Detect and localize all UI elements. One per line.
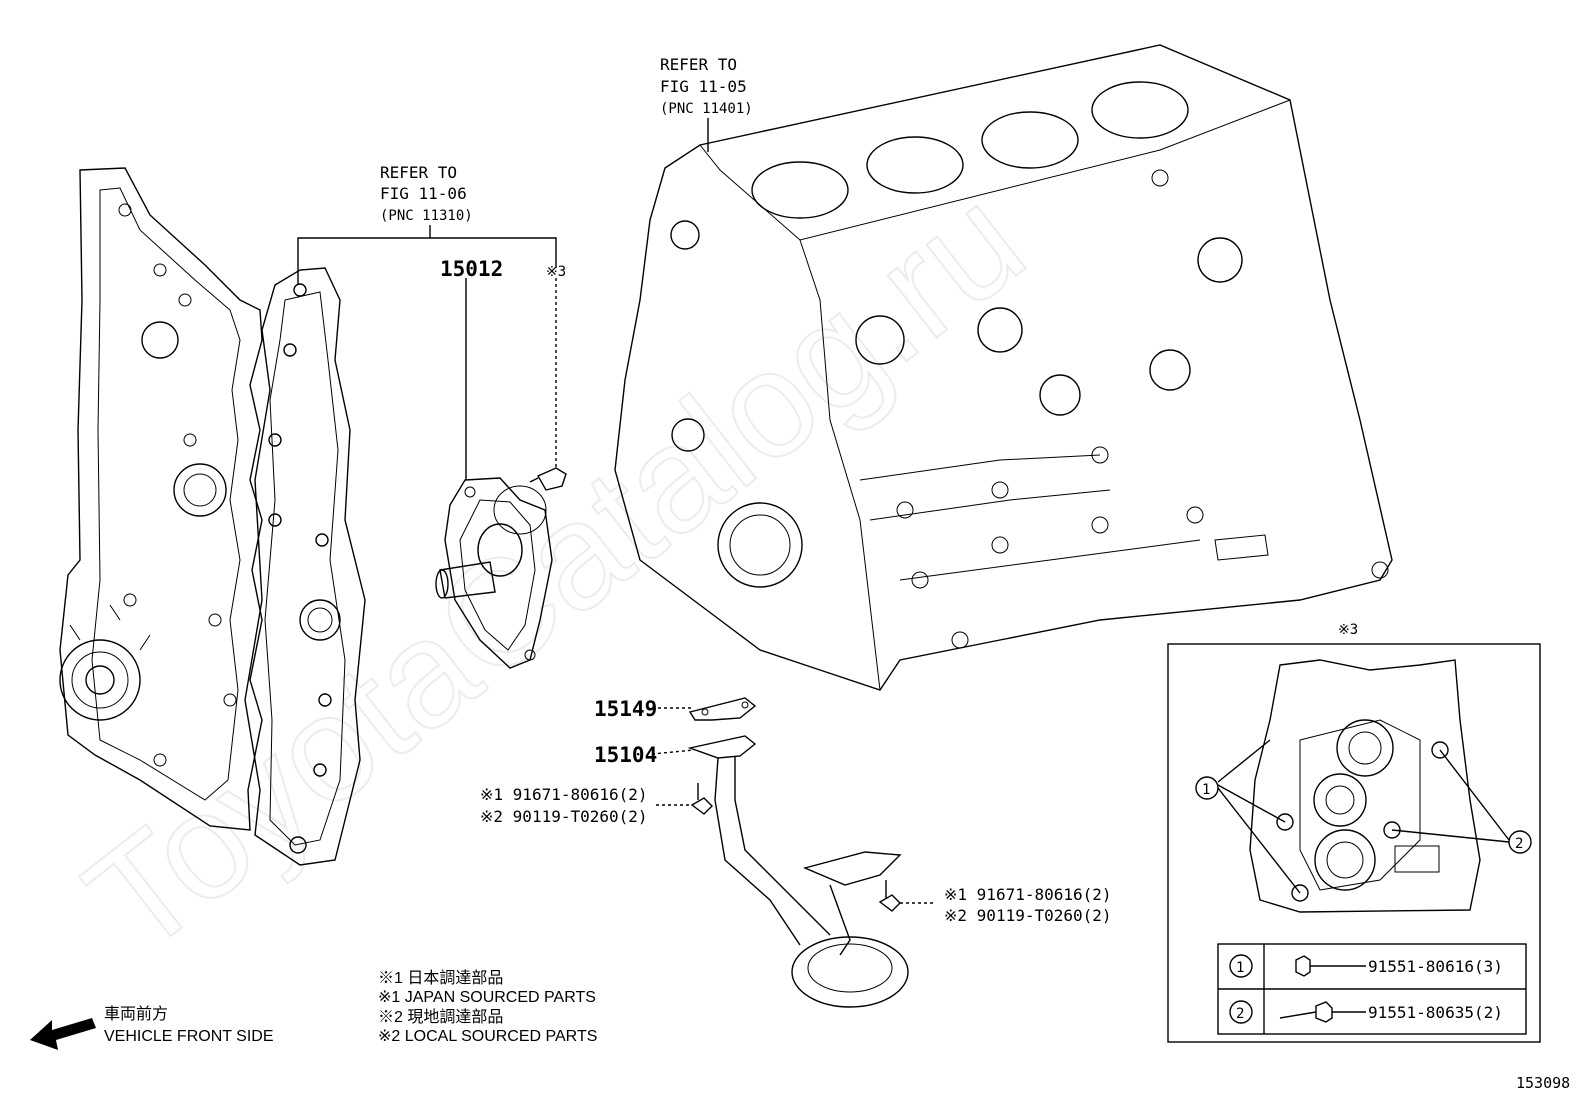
detail-box: [1167, 643, 1541, 1043]
table-row-2-num: 2: [1236, 1006, 1244, 1022]
detail-pump-drawing: [1249, 659, 1481, 913]
bolt-short-icon: [1295, 955, 1330, 977]
water-pump-bolt[interactable]: [529, 467, 567, 491]
refer-left-line1: REFER TO: [380, 163, 457, 182]
oil-strainer[interactable]: [687, 735, 909, 1008]
direction-jp: 車両前方: [104, 1005, 168, 1023]
callout-1-leader-c: [1217, 739, 1271, 783]
front-arrow-icon: [30, 1018, 96, 1050]
direction-en: VEHICLE FRONT SIDE: [104, 1028, 274, 1045]
table-row-1-num: 1: [1236, 960, 1244, 976]
part-15104-label[interactable]: 15104: [594, 743, 657, 767]
part-15012-label[interactable]: 15012: [440, 257, 503, 281]
detail-callout-2-text: 2: [1515, 836, 1523, 852]
strainer-bolt-right[interactable]: [878, 880, 901, 912]
callout-1-leader-b: [1217, 787, 1301, 894]
bolts-right-line1[interactable]: ※1 91671-80616(2): [944, 885, 1112, 904]
detail-callout-1-text: 1: [1202, 782, 1210, 798]
water-pump[interactable]: [435, 477, 553, 669]
leader-15104: [651, 749, 695, 755]
callout-1-leader-a: [1217, 784, 1286, 823]
mark3-detail-label: ※3: [1338, 622, 1358, 638]
table-row-2-part[interactable]: 91551-80635(2): [1368, 1003, 1503, 1022]
strainer-bolt-left[interactable]: [690, 783, 713, 815]
strainer-gasket[interactable]: [688, 697, 757, 721]
oil-pump-cover[interactable]: [244, 267, 366, 866]
legend-note-4: ※2 LOCAL SOURCED PARTS: [378, 1028, 597, 1045]
refer-left-line3: (PNC 11310): [380, 208, 473, 224]
table-row-2-num-badge: [1229, 1000, 1253, 1024]
table-row-1-num-badge: [1229, 954, 1253, 978]
legend-note-2: ※1 JAPAN SOURCED PARTS: [378, 989, 596, 1006]
legend-note-3: ※2 現地調達部品: [378, 1008, 503, 1026]
mark3-top-label: ※3: [546, 264, 566, 280]
figure-id: 153098: [1516, 1074, 1570, 1092]
part-15149-label[interactable]: 15149: [594, 697, 657, 721]
table-row-1-part[interactable]: 91551-80616(3): [1368, 957, 1503, 976]
bolts-left-line2[interactable]: ※2 90119-T0260(2): [480, 807, 648, 826]
refer-top-line3: (PNC 11401): [660, 101, 753, 117]
timing-chain-cover[interactable]: [59, 167, 263, 831]
refer-top-line1: REFER TO: [660, 55, 737, 74]
callout-2-leader-a: [1439, 749, 1510, 841]
refer-left-line2: FIG 11-06: [380, 184, 467, 203]
callout-2-leader-b: [1391, 829, 1510, 843]
bolts-left-line1[interactable]: ※1 91671-80616(2): [480, 785, 648, 804]
refer-top-line2: FIG 11-05: [660, 77, 747, 96]
legend-note-1: ※1 日本調達部品: [378, 969, 503, 987]
bolts-right-line2[interactable]: ※2 90119-T0260(2): [944, 906, 1112, 925]
leader-refer-left: [297, 237, 557, 285]
bolt-long-icon: [1279, 1001, 1333, 1023]
cylinder-block[interactable]: [614, 44, 1393, 691]
